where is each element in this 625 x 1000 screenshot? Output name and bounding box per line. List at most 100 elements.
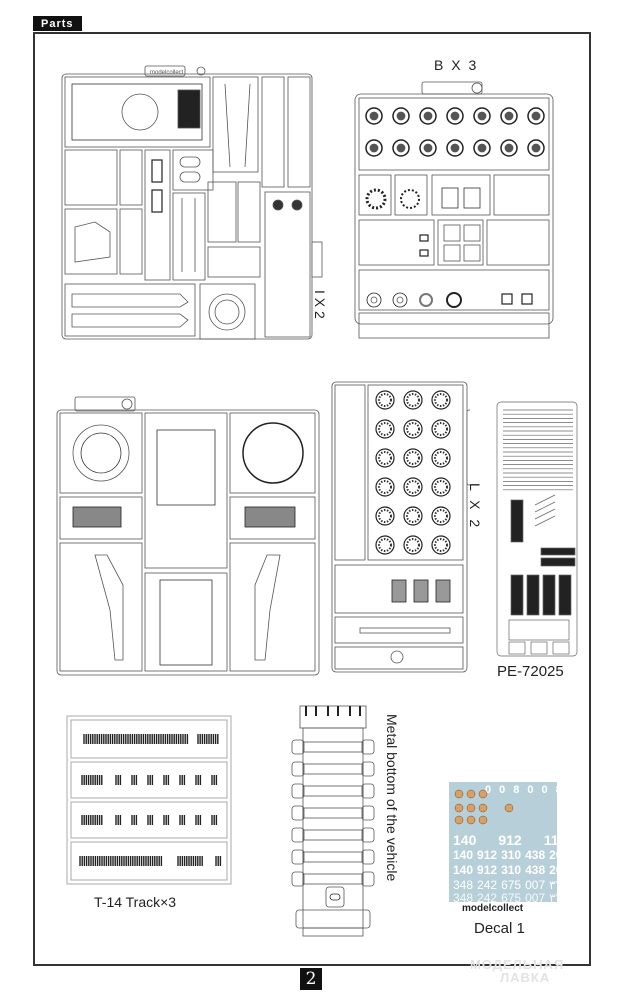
decal-number: 111	[543, 832, 557, 848]
decal-row-1: 008008	[485, 784, 557, 796]
road-wheel	[375, 535, 395, 555]
decal-number: ٣٢٤	[549, 891, 557, 902]
sprue-i-quantity: I X 2	[312, 290, 328, 319]
road-wheel	[473, 107, 491, 125]
road-wheel	[392, 107, 410, 125]
road-wheel	[419, 139, 437, 157]
metal-bottom-label: Metal bottom of the vehicle	[384, 714, 400, 882]
road-wheel	[500, 139, 518, 157]
crossbar	[302, 763, 364, 775]
road-wheel	[403, 477, 423, 497]
decal-emblem	[454, 815, 464, 825]
road-wheel	[431, 390, 451, 410]
road-wheel	[375, 390, 395, 410]
watermark-line-2: ЛАВКА	[500, 970, 551, 985]
crossbar	[302, 741, 364, 753]
crossbar	[302, 851, 364, 863]
decal-label: Decal 1	[474, 920, 525, 937]
road-wheel	[375, 477, 395, 497]
decal-emblem	[466, 789, 476, 799]
decal-number: 242	[477, 878, 498, 892]
track-label: T-14 Track×3	[94, 894, 177, 910]
photo-etch-label: PE-72025	[497, 663, 564, 680]
decal-row-4: 140912310438203	[453, 863, 557, 877]
decal-number: 0	[527, 784, 538, 796]
sprue-n	[55, 395, 323, 680]
decal-number: 007	[525, 878, 546, 892]
road-wheel	[375, 419, 395, 439]
road-wheel	[403, 390, 423, 410]
decal-number: 675	[501, 891, 522, 902]
decal-number: 8	[513, 784, 524, 796]
decal-number: 140	[453, 832, 477, 848]
road-wheel	[431, 506, 451, 526]
decal-number: 203	[549, 863, 557, 877]
road-wheel	[375, 506, 395, 526]
sprue-l-quantity: L X 2	[467, 483, 483, 531]
road-wheel	[365, 139, 383, 157]
crossbar	[302, 829, 364, 841]
road-wheel	[375, 448, 395, 468]
decal-number: 912	[477, 863, 498, 877]
svg-text:modelcollect: modelcollect	[150, 70, 184, 76]
decal-number: ٣٢٤	[549, 878, 557, 892]
decal-emblem	[466, 815, 476, 825]
decal-emblem	[504, 803, 514, 813]
road-wheel	[403, 535, 423, 555]
decal-emblems	[454, 789, 514, 825]
road-wheel	[473, 139, 491, 157]
decal-number: 242	[477, 891, 498, 902]
decal-emblem	[478, 815, 488, 825]
decal-emblem	[466, 803, 476, 813]
road-wheel	[431, 419, 451, 439]
decal-row-6: 348242675007٣٢٤	[453, 891, 557, 902]
decal-number: 0	[485, 784, 496, 796]
decal-number: 912	[498, 832, 522, 848]
decal-number: 007	[525, 891, 546, 902]
crossbar	[302, 785, 364, 797]
road-wheel	[527, 107, 545, 125]
decal-number: 310	[501, 848, 522, 862]
parts-frame	[33, 32, 591, 966]
decal-number: 140	[453, 848, 474, 862]
page-number: 2	[300, 968, 322, 990]
decal-row-3: 140912310438203	[453, 848, 557, 862]
sprue-b-quantity: B X 3	[434, 57, 479, 73]
decal-number: 140	[453, 863, 474, 877]
road-wheel	[365, 107, 383, 125]
watermark: МОДЕЛЬНАЯ ЛАВКА	[470, 958, 564, 984]
decal-emblem	[478, 803, 488, 813]
road-wheel	[419, 107, 437, 125]
decal-emblem	[478, 789, 488, 799]
decal-number: 203	[549, 848, 557, 862]
crossbar	[302, 873, 364, 885]
road-wheel	[527, 139, 545, 157]
decal-number: 438	[525, 848, 546, 862]
decal-emblem	[454, 789, 464, 799]
decal-row-2: 140 912 111	[453, 832, 557, 848]
decal-number: 438	[525, 863, 546, 877]
road-wheel	[431, 448, 451, 468]
decal-number: 675	[501, 878, 522, 892]
decal-row-5: 348242675007٣٢٤	[453, 878, 557, 892]
track-sheet	[66, 715, 232, 885]
sprue-i: modelcollect	[60, 62, 330, 347]
road-wheel	[392, 139, 410, 157]
decal-number: 348	[453, 891, 474, 902]
decal-number: 912	[477, 848, 498, 862]
decal-emblem	[454, 803, 464, 813]
photo-etch-sheet	[495, 400, 580, 658]
decal-number: 310	[501, 863, 522, 877]
watermark-line-1: МОДЕЛЬНАЯ	[470, 957, 565, 972]
metal-bottom	[288, 702, 378, 938]
decal-number: 348	[453, 878, 474, 892]
road-wheel	[403, 419, 423, 439]
road-wheel	[431, 535, 451, 555]
road-wheel	[446, 107, 464, 125]
road-wheel	[403, 448, 423, 468]
decal-number: 0	[541, 784, 552, 796]
road-wheel	[500, 107, 518, 125]
decal-brand: modelcollect	[462, 903, 524, 914]
sprue-b	[352, 80, 557, 345]
